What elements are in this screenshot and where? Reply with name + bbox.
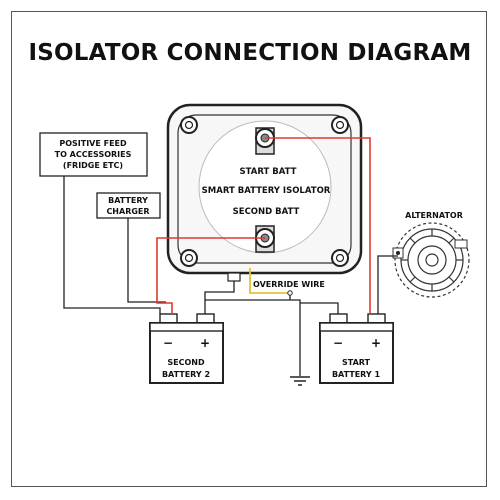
plus-icon: +: [371, 336, 381, 350]
accessories-label-line: POSITIVE FEED: [59, 139, 127, 148]
isolator-unit: START BATT SMART BATTERY ISOLATOR SECOND…: [166, 103, 363, 282]
ground-wire: [205, 299, 301, 376]
second-positive-wire: [156, 237, 265, 314]
accessories-box: POSITIVE FEED TO ACCESSORIES (FRIDGE ETC…: [39, 132, 148, 177]
isolator-name-label: SMART BATTERY ISOLATOR: [202, 186, 331, 196]
start-positive-wire: [265, 137, 371, 314]
plus-icon: +: [200, 336, 210, 350]
override-wire: OVERRIDE WIRE: [249, 268, 325, 296]
second-batt-label: SECOND BATT: [233, 207, 300, 217]
diagram-title: ISOLATOR CONNECTION DIAGRAM: [28, 40, 472, 66]
diagram-frame: [11, 11, 487, 487]
isolator-ground-wire: [204, 281, 235, 314]
mounting-hole: [331, 249, 349, 267]
accessories-wire: [63, 176, 161, 314]
second-terminal-stud: [255, 225, 275, 253]
ground-icon: [290, 376, 310, 386]
start-battery-label-line: START: [342, 358, 371, 367]
minus-icon: −: [163, 336, 173, 350]
charger-wire: [127, 218, 166, 303]
mounting-hole: [180, 249, 198, 267]
second-battery: − + SECOND BATTERY 2: [149, 313, 224, 384]
start-negative-wire: [300, 302, 339, 314]
minus-icon: −: [333, 336, 343, 350]
positive-wires: [156, 137, 371, 314]
start-battery: − + START BATTERY 1: [319, 313, 394, 384]
accessories-label-line: TO ACCESSORIES: [55, 150, 132, 159]
start-batt-label: START BATT: [240, 167, 297, 177]
black-wires: [63, 176, 398, 376]
alternator-wire: [377, 255, 398, 314]
start-battery-label-line: BATTERY 1: [332, 370, 381, 379]
alternator-label: ALTERNATOR: [405, 211, 463, 220]
second-battery-label-line: SECOND: [167, 358, 205, 367]
mounting-hole: [331, 116, 349, 134]
override-wire-label: OVERRIDE WIRE: [253, 280, 325, 289]
charger-label-line: BATTERY: [108, 196, 148, 205]
alternator: ALTERNATOR: [392, 211, 470, 298]
second-battery-label-line: BATTERY 2: [162, 370, 210, 379]
accessories-label-line: (FRIDGE ETC): [63, 161, 123, 170]
mounting-hole: [180, 116, 198, 134]
charger-label-line: CHARGER: [106, 207, 149, 216]
charger-box: BATTERY CHARGER: [96, 192, 161, 219]
start-terminal-stud: [255, 127, 275, 155]
